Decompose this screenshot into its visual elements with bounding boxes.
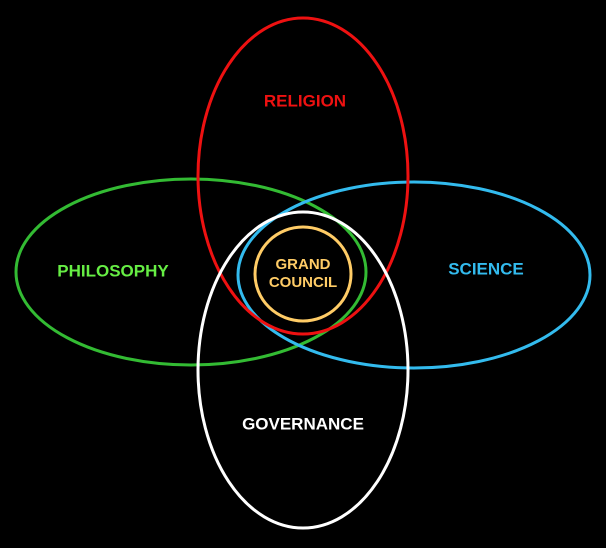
philosophy-label: PHILOSOPHY — [57, 261, 169, 280]
science-ellipse — [236, 180, 592, 370]
grand-council-label-line2: COUNCIL — [269, 274, 337, 291]
religion-label: RELIGION — [264, 91, 346, 110]
philosophy-ellipse — [14, 177, 368, 367]
governance-ellipse — [196, 210, 410, 530]
governance-label: GOVERNANCE — [242, 414, 364, 433]
science-label: SCIENCE — [448, 259, 524, 278]
religion-ellipse — [196, 16, 410, 336]
grand-council-circle — [253, 225, 353, 323]
grand-council-label-line1: GRAND — [276, 256, 331, 273]
